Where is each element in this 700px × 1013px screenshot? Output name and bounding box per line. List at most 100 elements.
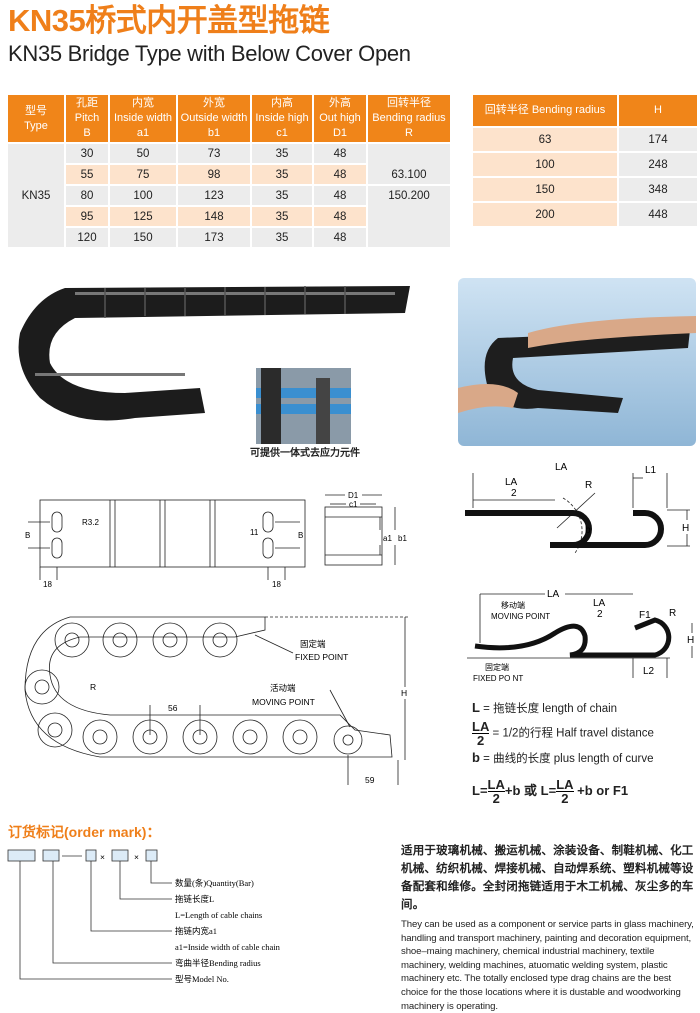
diag-l2: L2 xyxy=(643,666,655,677)
description-en: They can be used as a component or servi… xyxy=(401,919,694,1012)
spec-header-line: Pitch xyxy=(74,112,100,124)
radius-cell: 448 xyxy=(619,203,697,226)
diag-b: b xyxy=(585,525,591,536)
spec-header-line: Inside high xyxy=(255,112,309,124)
hand-chain-photo xyxy=(458,278,696,446)
description-cn: 适用于玻璃机械、搬运机械、涂装设备、制鞋机械、化工机械、纺织机械、焊接机械、自动… xyxy=(401,845,694,911)
order-label-width-cn: 拖链内宽a1 xyxy=(175,926,217,936)
diag-l1: L1 xyxy=(645,465,657,476)
order-mark-title: 订货标记(order mark)： xyxy=(8,824,161,840)
spec-cell: 50 xyxy=(110,144,176,163)
spec-cell: 73 xyxy=(178,144,250,163)
order-x-2: × xyxy=(134,852,139,862)
spec-header-line: 回转半径 xyxy=(387,97,431,109)
spec-header-line: D1 xyxy=(332,127,348,139)
spec-cell: 35 xyxy=(252,228,312,247)
spec-cell: 150 xyxy=(110,228,176,247)
dim-b-left: B xyxy=(25,531,30,540)
order-mark-diagram: × × 数量(条)Quantity(Bar) 拖链长度L L=Length of… xyxy=(7,849,281,984)
dim-b-right: B xyxy=(298,531,303,540)
diag-h-top: H xyxy=(682,523,689,534)
page-title: KN35桥式内开盖型拖链 xyxy=(8,3,330,38)
formula-num-2: LA xyxy=(556,777,574,792)
spec-header-line: 型号 xyxy=(25,104,47,117)
order-label-length-cn: 拖链长度L xyxy=(175,894,214,904)
spec-cell: 35 xyxy=(252,144,312,163)
radius-cell: 200 xyxy=(473,203,617,226)
legend-l-text: = 拖链长度 length of chain xyxy=(483,703,618,715)
formula-num-1: LA xyxy=(487,777,505,792)
spec-header-line: Type xyxy=(24,119,48,132)
dim-18-right: 18 xyxy=(272,580,281,589)
spec-cell: 75 xyxy=(110,165,176,184)
legend-l-symbol: L xyxy=(472,700,480,715)
spec-cell: 48 xyxy=(314,165,366,184)
spec-header-line: b1 xyxy=(207,127,221,139)
diag-la-half-top-n: LA xyxy=(505,477,518,488)
diag-moving-cn: 移动端 xyxy=(501,600,525,610)
header-bending-radius: 回转半径 Bending radius xyxy=(473,95,617,126)
diag-r-bottom: R xyxy=(669,608,676,619)
page-subtitle: KN35 Bridge Type with Below Cover Open xyxy=(8,41,411,66)
spec-cell: 48 xyxy=(314,207,366,226)
spec-header-line: Out high xyxy=(319,112,361,124)
dim-h: H xyxy=(401,688,407,698)
description: 适用于玻璃机械、搬运机械、涂装设备、制鞋机械、化工机械、纺织机械、焊接机械、自动… xyxy=(401,842,697,1013)
legend-la-den: 2 xyxy=(477,733,485,748)
spec-header-line: R xyxy=(405,127,413,139)
chain-top-view-drawing: B B R3.2 11 18 18 D1 c1 a1 b1 xyxy=(25,491,407,589)
dim-56: 56 xyxy=(168,703,178,713)
spec-cell: 48 xyxy=(314,144,366,163)
spec-header-line: Inside width xyxy=(113,112,173,124)
formula-den-2: 2 xyxy=(561,791,569,806)
spec-cell: 123 xyxy=(178,186,250,205)
spec-header-0: 型号 Type xyxy=(8,95,64,142)
diag-la-half-bottom-d: 2 xyxy=(597,609,603,620)
spec-cell: 35 xyxy=(252,207,312,226)
order-label-quantity: 数量(条)Quantity(Bar) xyxy=(175,878,254,888)
order-label-model: 型号Model No. xyxy=(175,974,229,984)
diag-la-top: LA xyxy=(555,462,568,473)
legend-b-symbol: b xyxy=(472,750,480,765)
dim-d1: D1 xyxy=(348,491,359,500)
type-cell: KN35 xyxy=(8,144,64,247)
spec-cell: 120 xyxy=(66,228,108,247)
travel-diagram: LA LA 2 R b L1 H LA LA 2 移动端 MOVING POIN… xyxy=(465,462,694,683)
diag-moving-en: MOVING POINT xyxy=(491,612,550,621)
dim-59: 59 xyxy=(365,775,375,785)
stress-relief-photo xyxy=(256,368,351,444)
legend-la-num: LA xyxy=(472,719,490,734)
legend-b-text: = 曲线的长度 plus length of curve xyxy=(483,753,654,765)
radius-cell: 348 xyxy=(619,178,697,201)
formula-part-3: +b or F1 xyxy=(577,782,629,798)
radius-cell: 63 xyxy=(473,128,617,151)
dim-11: 11 xyxy=(250,528,259,537)
spec-cell: 30 xyxy=(66,144,108,163)
spec-header-line: a1 xyxy=(136,127,150,139)
spec-cell: 48 xyxy=(314,186,366,205)
order-label-radius: 弯曲半径Bending radius xyxy=(175,958,261,968)
fixed-point-en: FIXED POINT xyxy=(295,652,348,662)
order-label-length-en: L=Length of cable chains xyxy=(175,910,262,920)
chain-side-view-drawing: 固定端 FIXED POINT 活动端 MOVING POINT R H 56 … xyxy=(24,616,410,785)
diag-la-half-top-d: 2 xyxy=(511,488,517,499)
spec-cell: 125 xyxy=(110,207,176,226)
dim-r: R xyxy=(90,682,96,692)
formula-part-2: +b 或 L= xyxy=(504,782,557,798)
spec-header-line: B xyxy=(83,127,91,139)
dim-18-left: 18 xyxy=(43,580,52,589)
legend-la-text: = 1/2的行程 Half travel distance xyxy=(492,727,654,740)
